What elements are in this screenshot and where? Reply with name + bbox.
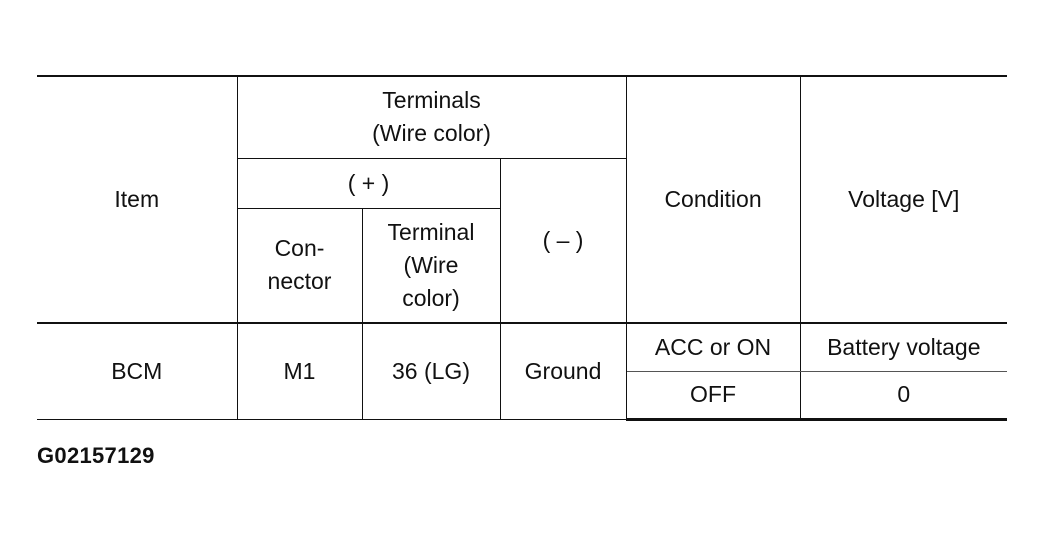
item-cell: BCM [37, 322, 238, 420]
connector-header-line1: Con- [274, 235, 325, 262]
condition-cell: OFF [625, 370, 801, 421]
minus-cell: Ground [499, 322, 627, 420]
connector-header-line2: nector [267, 268, 332, 295]
terminals-header-line1: Terminals [382, 87, 481, 114]
item-header: Item [37, 75, 238, 324]
terminal-cell: 36 (LG) [361, 322, 501, 420]
minus-terminal-header: ( – ) [499, 157, 627, 324]
connector-cell: M1 [236, 322, 363, 420]
terminals-header-line2: (Wire color) [372, 120, 491, 147]
condition-cell: ACC or ON [625, 322, 801, 372]
terminal-header-line1: Terminal [387, 218, 475, 245]
plus-terminal-header: ( + ) [236, 157, 501, 209]
voltage-cell: Battery voltage [799, 322, 1008, 372]
terminal-header-line2: (Wire [403, 251, 459, 278]
terminals-header: Terminals (Wire color) [236, 75, 627, 159]
connector-header: Con- nector [236, 207, 363, 324]
terminal-voltage-table: Item Terminals (Wire color) Condition Vo… [37, 75, 1008, 421]
condition-header: Condition [625, 75, 801, 324]
voltage-cell: 0 [799, 370, 1008, 421]
voltage-header: Voltage [V] [799, 75, 1008, 324]
figure-id: G02157129 [37, 443, 155, 468]
terminal-header-line3: color) [402, 284, 460, 311]
terminal-header: Terminal (Wire color) [361, 207, 501, 324]
